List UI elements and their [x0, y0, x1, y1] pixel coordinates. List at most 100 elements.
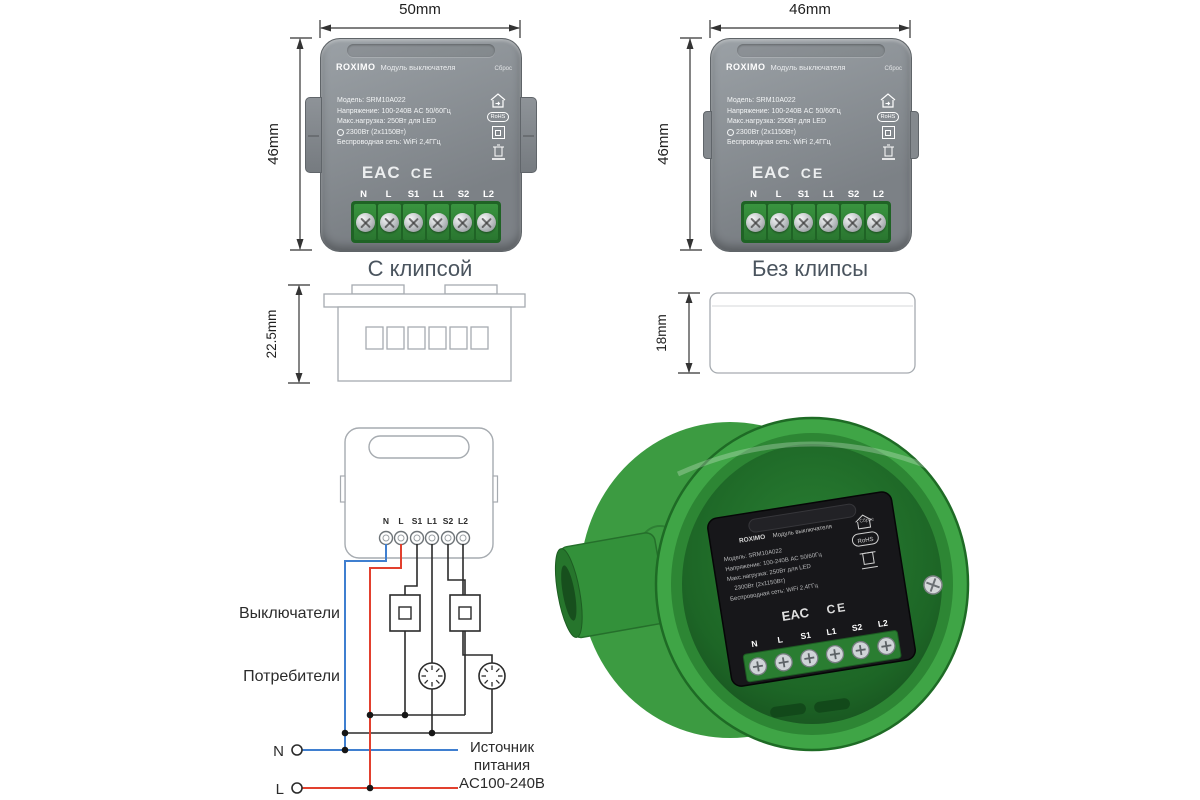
cert-icon-column: RoHS [874, 93, 902, 161]
terminal-label-l2: L2 [482, 189, 495, 200]
lamp-icon [418, 662, 446, 690]
terminal-cell [865, 204, 888, 240]
terminal-label-s2: S2 [847, 189, 860, 200]
module-body-side [709, 292, 916, 374]
product-name: Модуль выключателя [380, 63, 456, 72]
spec-power-text: 2300Вт (2x1150Вт) [346, 128, 406, 136]
dimension-width-right-device: 46mm [709, 1, 911, 38]
power-source-label: Источник питания AC100-240В [459, 739, 545, 792]
neutral-label: N [273, 743, 284, 760]
wall-switch-icon [449, 594, 481, 632]
line-label: L [276, 781, 284, 798]
terminal-cell [841, 204, 864, 240]
terminal-labels: N L S1 L1 S2 L2 [741, 189, 891, 200]
rim-highlight [676, 441, 948, 477]
svg-text:Источник: Источник [470, 739, 534, 756]
svg-text:питания: питания [474, 757, 530, 774]
spec-power-text: 2300Вт (2x1150Вт) [736, 128, 796, 136]
line-wire [302, 544, 458, 789]
neutral-terminal-circle [291, 744, 303, 756]
terminal-screw-icon [404, 212, 424, 232]
terminal-label-l1: L1 [432, 189, 445, 200]
brand-logo: ROXIMO [726, 62, 766, 72]
dim-label-22-5mm: 22.5mm [264, 310, 279, 359]
spec-wifi: Беспроводная сеть: WiFi 2,4ГГц [727, 139, 831, 146]
terminal-screw-icon [355, 212, 375, 232]
junction-dots [341, 711, 436, 792]
reset-label: Сброс [884, 66, 902, 72]
clip-tab [351, 284, 405, 295]
svg-text:L: L [398, 516, 403, 526]
terminal-cell [816, 204, 840, 240]
house-icon [855, 514, 872, 530]
terminal-label-l2: L2 [872, 189, 885, 200]
dim-label-46mm-top: 46mm [789, 1, 831, 18]
wall-switch-icon [389, 594, 421, 632]
spec-block: Модель: SRM10A022 Напряжение: 100-240В A… [337, 96, 467, 149]
terminal-cell [744, 204, 767, 240]
dimension-height-left-device: 46mm [265, 37, 312, 251]
module-outline [339, 427, 499, 559]
terminal-screw-icon [867, 212, 887, 232]
spec-voltage: Напряжение: 100-240В AC 50/60Гц [727, 107, 841, 115]
terminal-cell [378, 204, 401, 240]
terminal-cell [792, 204, 815, 240]
terminal-cell [451, 204, 474, 240]
diagram-terminal-labels: N L S1 L1 S2 L2 [383, 516, 468, 526]
brand-logo: ROXIMO [739, 534, 766, 545]
conduit-spout [554, 532, 669, 639]
clip-tab [444, 284, 498, 295]
rohs-text: RoHS [857, 537, 874, 545]
spec-model: Модель: SRM10A022 [337, 97, 406, 104]
side-nub-left [703, 111, 712, 159]
module-in-box: ROXIMO Модуль выключателя Сброс Модель: … [707, 491, 916, 687]
mounting-clip-left [305, 97, 322, 173]
svg-text:L2: L2 [458, 516, 468, 526]
terminal-cell [402, 204, 425, 240]
class2-insulation-icon [881, 126, 895, 139]
side-view-no-clip [709, 292, 916, 374]
terminal-label-n: N [750, 189, 757, 200]
dim-label-50mm: 50mm [399, 1, 441, 18]
spec-power: 2300Вт (2x1150Вт) [727, 128, 857, 139]
svg-text:N: N [751, 638, 759, 649]
terminal-block [741, 201, 891, 243]
rohs-badge [851, 531, 879, 547]
product-name: Модуль выключателя [770, 63, 846, 72]
weee-bin-icon [881, 144, 895, 160]
rohs-badge: RoHS [876, 112, 900, 122]
house-icon [880, 93, 896, 108]
mounting-clip-right [520, 97, 537, 173]
cert-marks: EAC CE [711, 163, 865, 183]
spec-block: Модель: SRM10A022 Напряжение: 100-240В A… [727, 96, 857, 149]
terminal-screw-icon [452, 212, 472, 232]
terminal-cell [475, 204, 498, 240]
signal-wires [345, 544, 493, 734]
svg-text:L2: L2 [877, 618, 889, 629]
dimension-depth-no-clip: 18mm [654, 292, 700, 374]
neutral-wire [302, 544, 458, 751]
reset-label: Сброс [494, 66, 512, 72]
wiring-diagram: N L S1 L1 S2 L2 [239, 427, 545, 798]
terminal-labels: N L S1 L1 S2 L2 [751, 618, 889, 650]
ce-mark: CE [800, 165, 825, 181]
spec-power: 2300Вт (2x1150Вт) [337, 128, 467, 139]
svg-text:S1: S1 [800, 630, 812, 642]
svg-text:S1: S1 [412, 516, 423, 526]
terminal-labels: N L S1 L1 S2 L2 [351, 189, 501, 200]
top-recess [737, 44, 885, 57]
lamp-icon [478, 662, 506, 690]
terminal-label-s1: S1 [407, 189, 420, 200]
dimension-height-right-device: 46mm [655, 37, 702, 251]
flange [323, 293, 526, 308]
switch-module-front-with-clip: ROXIMO Модуль выключателя Сброс Модель: … [305, 38, 537, 252]
terminal-screw-icon [769, 212, 789, 232]
eac-mark: EAC [361, 163, 401, 182]
spec-model: Модель: SRM10A022 [727, 97, 796, 104]
svg-text:S2: S2 [443, 516, 454, 526]
spec-load: Макс.нагрузка: 250Вт для LED [337, 118, 437, 125]
dim-label-46mm-left: 46mm [265, 123, 282, 165]
reset-label: Сброс [859, 516, 875, 524]
terminal-screw-icon [745, 212, 765, 232]
spec-load: Макс.нагрузка: 250Вт для LED [727, 118, 827, 125]
